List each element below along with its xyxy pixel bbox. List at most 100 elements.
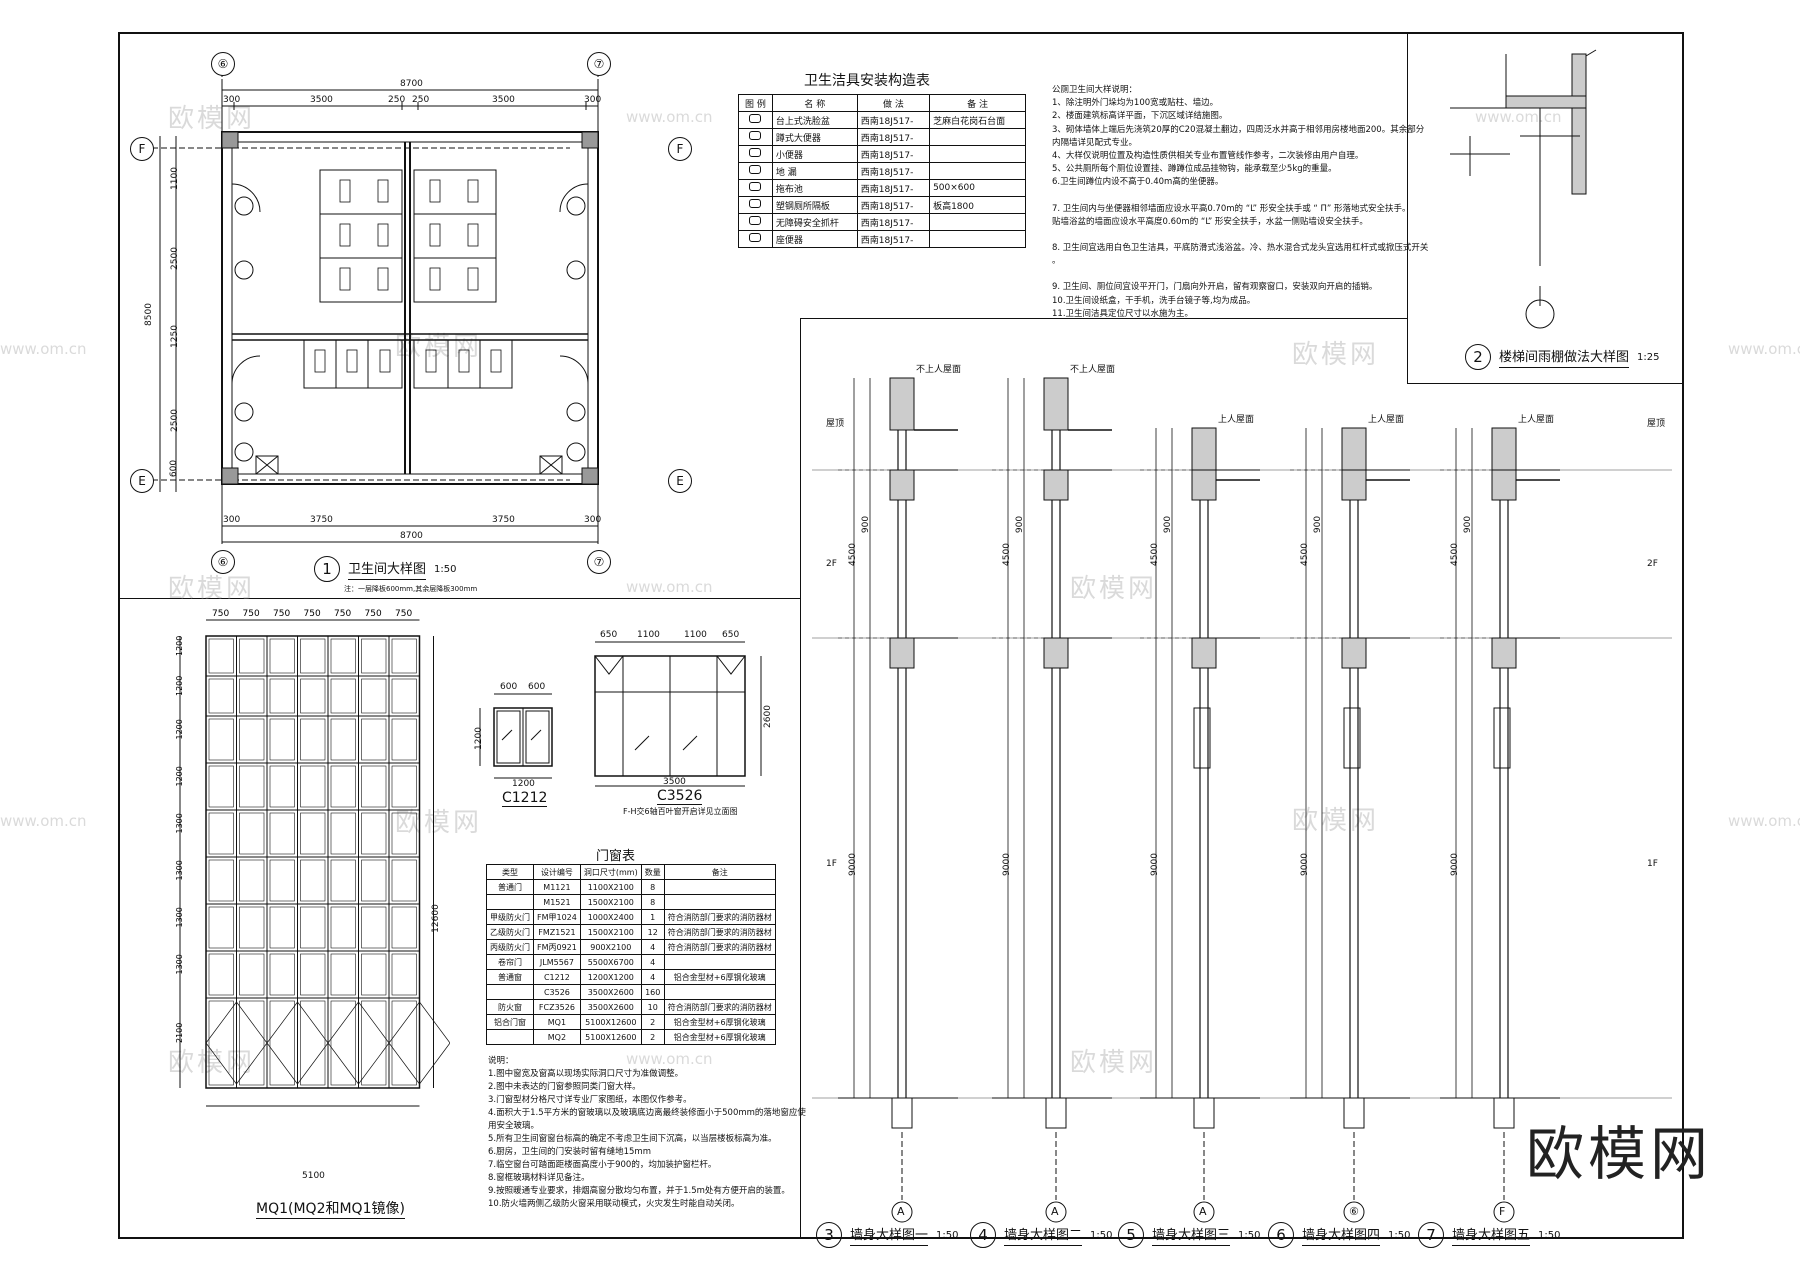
dim-bottom: 3750 <box>492 515 515 525</box>
mq1-width-label: 750 <box>334 609 351 619</box>
axis-bubble-6-bottom: ⑥ <box>211 550 235 574</box>
divider-left-horizontal <box>118 598 801 599</box>
dw-cell: 900X2100 <box>579 939 642 955</box>
urinal-icon <box>738 145 773 163</box>
caption-scale: 1:50 <box>1538 1229 1561 1241</box>
dim-total-top: 8700 <box>400 79 423 89</box>
wall-dim: 4500 <box>1299 543 1310 566</box>
dw-cell: MQ2 <box>533 1029 581 1045</box>
caption-number: 3 <box>816 1222 842 1248</box>
fixture-name: 拖布池 <box>771 179 858 197</box>
note-line <box>1052 190 1428 203</box>
dim-left: 2500 <box>169 247 180 270</box>
floor-drain-icon <box>738 162 773 180</box>
note-line: 9. 卫生间、厕位间宜设平开门，门扇向外开启，留有观察窗口，安装双向开启的插销。 <box>1052 282 1378 293</box>
fixture-method: 西南18J517- <box>856 179 931 197</box>
dw-cell: 丙级防火门 <box>486 939 534 955</box>
wall-dim: 9000 <box>1149 853 1160 876</box>
dw-cell: 1500X2100 <box>579 894 642 910</box>
dw-cell: 铝合金型材+6厚钢化玻璃 <box>663 1014 776 1030</box>
wall-axis-label: A <box>897 1205 905 1218</box>
note-line: 11.卫生间洁具定位尺寸以水施为主。 <box>1052 308 1194 319</box>
mq1-pane <box>300 638 326 674</box>
wall-dim: 4500 <box>1001 543 1012 566</box>
axis-bubble <box>1343 1201 1365 1223</box>
note-line: 用安全玻璃。 <box>488 1121 540 1131</box>
c3526-total: 3500 <box>663 777 686 787</box>
fixture-remark: 芝麻白花岗石台面 <box>929 111 1026 129</box>
mq1-caption: MQ1(MQ2和MQ1镜像) <box>256 1198 405 1219</box>
dw-cell: JLM5567 <box>533 954 581 970</box>
caption-scale: 1:50 <box>1388 1229 1411 1241</box>
mop-sink-icon <box>738 179 773 197</box>
watermark: 欧模网 <box>1070 574 1158 604</box>
axis-bubble <box>1493 1201 1515 1223</box>
mq1-pane <box>300 953 326 996</box>
fixture-method: 西南18J517- <box>856 230 931 248</box>
dw-cell: M1121 <box>533 879 581 895</box>
dw-cell: 铝合门窗 <box>486 1014 534 1030</box>
mq1-pane <box>269 718 295 761</box>
dw-cell: 符合消防部门要求的消防器材 <box>663 909 776 925</box>
fixture-method: 西南18J517- <box>856 145 931 163</box>
drawing-frame <box>118 32 1684 1239</box>
dim-bottom: 3750 <box>310 515 333 525</box>
dw-cell: M1521 <box>533 894 581 910</box>
caption-scale: 1:50 <box>1090 1229 1113 1241</box>
caption-number: 7 <box>1418 1222 1444 1248</box>
mq1-pane <box>269 859 295 902</box>
divider-stair-box <box>1407 32 1408 384</box>
foundation <box>1193 1097 1215 1129</box>
fixtures-row: 拖布池西南18J517-500×600 <box>738 179 1026 197</box>
mq1-pane <box>300 812 326 855</box>
watermark-site: www.om.cn <box>0 812 87 830</box>
mq1-pane <box>391 859 417 902</box>
fixtures-title: 卫生洁具安装构造表 <box>804 73 930 89</box>
watermark-site: www.om.cn <box>0 340 87 358</box>
dim-top: 250 <box>388 95 406 105</box>
dw-cell: 普通窗 <box>486 969 534 985</box>
dim-top: 300 <box>584 95 602 105</box>
fixtures-row: 蹲式大便器西南18J517- <box>738 128 1026 146</box>
floor-label: 屋顶 <box>1647 419 1666 429</box>
note-line: 5、公共厕所每个厕位设置挂、蹲蹲位成品挂物钩，能承载至少5kg的重量。 <box>1052 164 1337 175</box>
mq1-pane <box>391 953 417 996</box>
wall-dim: 900 <box>1313 515 1324 534</box>
mq1-pane <box>269 638 295 674</box>
mq1-pane <box>300 718 326 761</box>
mq1-height-label: 1200 <box>175 676 184 696</box>
mq1-pane <box>361 812 387 855</box>
dw-cell: 卷帘门 <box>486 954 534 970</box>
fixture-method: 西南18J517- <box>856 196 931 214</box>
mq1-pane <box>300 765 326 808</box>
mq1-pane <box>330 765 356 808</box>
mq1-height-label: 1200 <box>175 636 184 656</box>
caption-title: 卫生间大样图 <box>348 558 427 580</box>
door-window-title: 门窗表 <box>596 849 636 864</box>
watermark-site: www.om.cn <box>626 108 713 126</box>
fixtures-header: 做 法 <box>856 94 931 112</box>
note-line: 2.图中未表达的门窗参照同类门窗大样。 <box>488 1082 641 1092</box>
foundation <box>891 1097 913 1129</box>
mq1-pane <box>269 953 295 996</box>
watermark: 欧模网 <box>1292 340 1380 370</box>
mq1-pane <box>391 718 417 761</box>
mq1-pane <box>269 678 295 714</box>
mq1-pane <box>208 953 234 996</box>
divider-vertical <box>800 318 801 1238</box>
dw-cell: FMZ1521 <box>533 924 581 940</box>
fixture-remark <box>929 213 1026 231</box>
fixtures-row: 小便器西南18J517- <box>738 145 1026 163</box>
dw-cell: FM丙0921 <box>533 939 581 955</box>
mq1-pane <box>391 678 417 714</box>
mq1-pane <box>391 1000 417 1086</box>
note-line: 贴墙浴盆的墙面应设水平高度0.60m的 “L” 形安全扶手，水盆一侧贴墙设安全扶… <box>1052 216 1368 227</box>
mq1-pane <box>330 953 356 996</box>
